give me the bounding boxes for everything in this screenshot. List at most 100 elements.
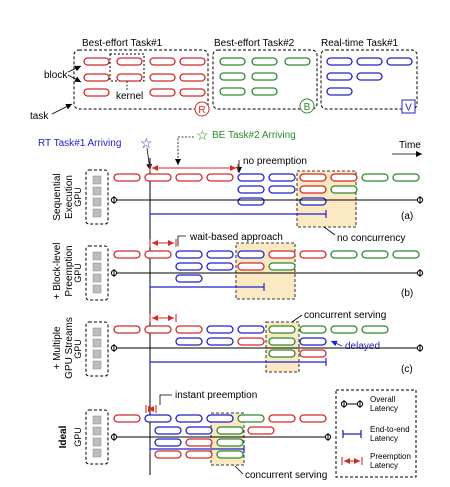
kernel-be1 (330, 173, 358, 182)
kernel-rt1 (326, 87, 353, 96)
gpu-label: GPU (73, 339, 83, 359)
kernel-be2 (392, 250, 420, 259)
gpu-box (85, 321, 109, 377)
task-box-be2 (212, 49, 318, 110)
gpu-sm-unit (92, 262, 102, 272)
gpu-sm-unit (92, 338, 102, 348)
kernel-be1 (299, 173, 327, 182)
task-title-be2: Best-effort Task#2 (214, 38, 295, 49)
gpu-sm-unit (92, 273, 102, 283)
annotation-concurrent-serving-c: concurrent serving (304, 310, 386, 321)
gpu-sm-unit (92, 349, 102, 359)
label-kernel: kernel (116, 91, 143, 102)
badge-v-icon (401, 99, 416, 114)
task-box-be1 (73, 49, 209, 110)
header-kernels (83, 57, 413, 97)
gpu-box (85, 169, 109, 225)
kernel-rt1 (175, 414, 203, 423)
kernel-rt1 (299, 197, 327, 206)
annotation-wait-based: wait-based approach (189, 232, 283, 243)
gpu-sm-unit (92, 448, 102, 458)
kernel-rt1 (206, 325, 234, 334)
kernel-be1 (268, 414, 296, 423)
kernel-be2 (361, 250, 389, 259)
scenario-b: + Block-level Preemption (b) wait-based … (52, 232, 413, 299)
gpu-box (85, 245, 109, 301)
kernel-be1 (149, 73, 176, 82)
kernel-be1 (113, 173, 141, 182)
gpu-sm-unit (92, 360, 102, 370)
annotation-instant-preemption: instant preemption (175, 390, 257, 401)
kernel-be1 (144, 250, 172, 259)
kernel-be2 (330, 325, 358, 334)
block-pointer-arrow-2 (67, 74, 82, 83)
kernel-rt1 (206, 337, 234, 346)
kernel-be2 (284, 57, 311, 66)
gpu-label: GPU (73, 427, 83, 447)
kernel-be1 (185, 450, 213, 459)
kernel-be1 (149, 88, 176, 97)
kernel-rt1 (175, 274, 203, 283)
kernel-be2 (251, 57, 278, 66)
kernel-be1 (83, 73, 110, 82)
task-title-be1: Best-effort Task#1 (82, 38, 163, 49)
kernel-be1 (179, 88, 206, 97)
kernel-be2 (361, 325, 389, 334)
kernel-be1 (144, 173, 172, 182)
badge-b-icon (299, 98, 315, 114)
badge-r-icon (194, 101, 210, 117)
kernel-rt1 (154, 426, 182, 435)
block-pointer-arrow (67, 65, 82, 73)
kernel-rt1 (175, 262, 203, 271)
gpu-sm-unit (92, 415, 102, 425)
kernel-be1 (185, 438, 213, 447)
instant-preemption-pointer (159, 394, 172, 405)
kernel-rt1 (326, 72, 353, 81)
task-title-rt1: Real-time Task#1 (321, 38, 399, 49)
legend-preemption-line1: Preemption (370, 452, 411, 461)
kernel-be1 (144, 325, 172, 334)
scenario-c: + Multiple GPU Streams (c) concurrent se… (52, 310, 413, 379)
kernel-be1 (83, 88, 110, 97)
kernel-be1 (83, 57, 110, 66)
kernel-be1 (116, 57, 143, 66)
gpu-sm-unit (92, 327, 102, 337)
annotation-no-concurrency: no concurrency (337, 233, 405, 244)
kernel-be2 (361, 173, 389, 182)
kernel-be2 (268, 349, 296, 358)
kernel-rt1 (237, 250, 265, 259)
scenario-a-label-line1: Sequential (52, 173, 63, 220)
scenario-b-label-line2: Preemption (64, 245, 75, 296)
task-pointer-arrow (51, 103, 73, 115)
kernel-rt1 (206, 414, 234, 423)
kernel-rt1 (268, 185, 296, 194)
scenario-a-tag: (a) (401, 211, 413, 222)
delayed-arrow (330, 340, 343, 347)
time-label: Time (399, 140, 421, 151)
kernel-be2 (299, 325, 327, 334)
badge-v: V (405, 103, 412, 114)
kernel-be1 (149, 57, 176, 66)
be-arriving-label: BE Task#2 Arriving (212, 130, 296, 141)
scenario-c-label-line1: + Multiple (52, 326, 63, 370)
kernel-be1 (175, 173, 203, 182)
scenario-ideal: Ideal instant preemption concurrent serv… (58, 390, 327, 481)
scenario-ideal-label: Ideal (58, 425, 69, 448)
scenario-a: Sequential Execution (a) no preemption n… (52, 156, 413, 244)
kernel-be1 (268, 250, 296, 259)
kernel-be1 (179, 57, 206, 66)
gpu-sm-unit (92, 186, 102, 196)
gpu-sm-unit (92, 284, 102, 294)
label-task: task (30, 111, 49, 122)
kernel-be2 (330, 185, 358, 194)
no-concurrency-pointer (323, 226, 336, 236)
badge-r: R (198, 105, 205, 116)
kernel-be2 (268, 337, 296, 346)
kernel-be1 (113, 325, 141, 334)
kernel-rt1 (237, 173, 265, 182)
kernel-rt1 (237, 325, 265, 334)
kernel-be1 (237, 337, 265, 346)
gpu-label: GPU (73, 187, 83, 207)
